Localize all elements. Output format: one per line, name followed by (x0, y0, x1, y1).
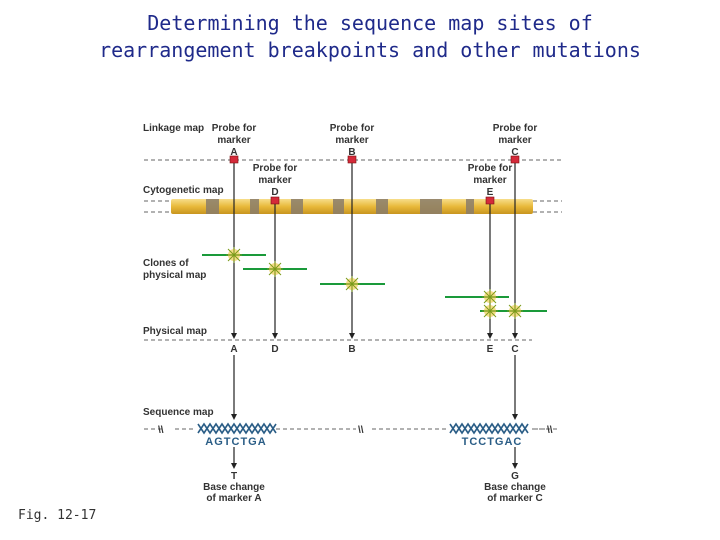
sequence-left: AGTCTGA (205, 436, 266, 448)
svg-text:marker: marker (498, 135, 531, 146)
physical-map-letters: A D B E C (230, 344, 518, 355)
svg-text:D: D (271, 187, 278, 198)
svg-text:E: E (487, 344, 494, 355)
svg-text:Probe for: Probe for (212, 123, 257, 134)
break-mark-2: \\ (358, 425, 364, 436)
break-mark-1: \\ (158, 425, 164, 436)
probe-label-b: Probe for marker B (330, 123, 375, 158)
figure-label: Fig. 12-17 (18, 508, 97, 523)
dna-helix-right (449, 422, 529, 435)
label-clones-line2: physical map (143, 270, 206, 281)
arrow-heads (231, 333, 518, 469)
title-line-1: Determining the sequence map sites of (147, 11, 593, 35)
label-clones-line1: Clones of (143, 258, 189, 269)
probe-label-c: Probe for marker C (493, 123, 538, 158)
svg-text:C: C (511, 147, 518, 158)
base-change-a: T Base change of marker A (203, 471, 265, 504)
probe-label-e: Probe for marker E (468, 163, 513, 198)
svg-text:marker: marker (217, 135, 250, 146)
svg-text:marker: marker (335, 135, 368, 146)
sequence-right: TCCTGAC (462, 436, 523, 448)
svg-text:Base change: Base change (203, 482, 265, 493)
probe-label-a: Probe for marker A (212, 123, 257, 158)
svg-text:of marker C: of marker C (487, 493, 543, 504)
svg-text:B: B (348, 344, 355, 355)
svg-text:A: A (230, 147, 237, 158)
label-physical-map: Physical map (143, 326, 207, 337)
title-line-2: rearrangement breakpoints and other muta… (99, 38, 641, 62)
svg-text:marker: marker (473, 175, 506, 186)
svg-text:G: G (511, 471, 519, 482)
svg-text:D: D (271, 344, 278, 355)
svg-text:Probe for: Probe for (330, 123, 375, 134)
svg-text:Probe for: Probe for (253, 163, 298, 174)
svg-text:marker: marker (258, 175, 291, 186)
marker-squares (229, 155, 520, 205)
slide-title: Determining the sequence map sites of re… (0, 10, 720, 64)
svg-text:C: C (511, 344, 518, 355)
svg-text:E: E (487, 187, 494, 198)
svg-text:T: T (231, 471, 237, 482)
svg-text:Probe for: Probe for (468, 163, 513, 174)
hybridization-signals (226, 247, 523, 319)
probe-label-d: Probe for marker D (253, 163, 298, 198)
label-cytogenetic-map: Cytogenetic map (143, 185, 224, 196)
svg-text:of marker A: of marker A (206, 493, 261, 504)
break-mark-3: \\ (547, 425, 553, 436)
svg-text:Base change: Base change (484, 482, 546, 493)
svg-text:B: B (348, 147, 355, 158)
label-sequence-map: Sequence map (143, 407, 214, 418)
dna-helix-left (197, 422, 277, 435)
dashed-guides (144, 159, 562, 430)
label-linkage-map: Linkage map (143, 123, 204, 134)
sequence-map: \\ \\ \\ AGTCTGA TCCTGAC (158, 422, 553, 448)
svg-text:A: A (230, 344, 237, 355)
svg-text:Probe for: Probe for (493, 123, 538, 134)
base-change-c: G Base change of marker C (484, 471, 546, 504)
